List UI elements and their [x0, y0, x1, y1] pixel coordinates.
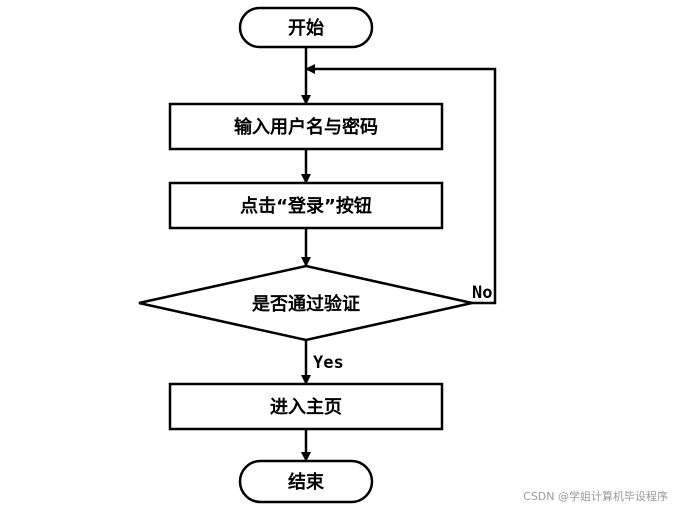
click-login-label: 点击“登录”按钮 — [240, 195, 372, 217]
click-login-node: 点击“登录”按钮 — [168, 181, 444, 230]
watermark-text: CSDN @学姐计算机毕设程序 — [523, 490, 668, 503]
end-label: 结束 — [288, 471, 325, 493]
main-page-label: 进入主页 — [270, 396, 342, 418]
yes-label: Yes — [313, 353, 344, 373]
input-credentials-label: 输入用户名与密码 — [234, 116, 378, 138]
main-page-node: 进入主页 — [168, 382, 444, 431]
end-node: 结束 — [238, 459, 374, 504]
end-shape — [238, 459, 374, 504]
input-credentials-shape — [168, 102, 444, 151]
start-node: 开始 — [238, 6, 374, 49]
verification-decision-label: 是否通过验证 — [251, 293, 360, 315]
no-label: No — [472, 283, 492, 303]
input-credentials-node: 输入用户名与密码 — [168, 102, 444, 151]
edge-decision-loop-back — [305, 64, 497, 305]
verification-decision-node: 是否通过验证 — [138, 264, 473, 342]
start-label: 开始 — [288, 17, 324, 39]
